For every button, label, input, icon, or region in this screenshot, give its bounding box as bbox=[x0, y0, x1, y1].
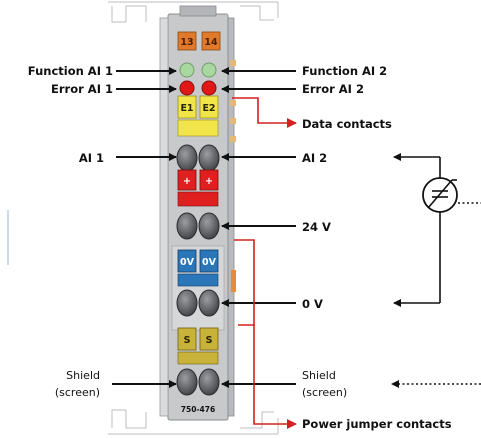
label-ai2: AI 2 bbox=[302, 151, 327, 165]
error-led-1 bbox=[179, 80, 195, 96]
terminal-s-1-label: S bbox=[184, 335, 191, 346]
terminal-plus-1: + bbox=[177, 169, 197, 191]
function-led-2 bbox=[201, 62, 217, 78]
power-jumper-bracket bbox=[234, 239, 255, 326]
terminal-0v-2: 0V bbox=[199, 249, 219, 273]
label-0v: 0 V bbox=[302, 297, 323, 311]
red-strip bbox=[177, 191, 219, 207]
terminal-plus-2-label: + bbox=[205, 176, 213, 187]
terminal-e1-label: E1 bbox=[180, 103, 193, 114]
terminal-plus-1-label: + bbox=[183, 176, 191, 187]
blue-strip bbox=[177, 273, 219, 287]
label-power-jumper: Power jumper contacts bbox=[302, 417, 452, 431]
label-shield-right-2: (screen) bbox=[302, 386, 347, 399]
error-led-2 bbox=[201, 80, 217, 96]
label-ai1: AI 1 bbox=[79, 151, 104, 165]
terminal-13-label: 13 bbox=[180, 37, 193, 48]
label-data-contacts: Data contacts bbox=[302, 117, 392, 131]
arrow-power-jumper bbox=[253, 325, 297, 429]
0v-screws bbox=[176, 289, 220, 317]
terminal-s-1: S bbox=[177, 327, 197, 351]
function-led-1 bbox=[179, 62, 195, 78]
terminal-e1: E1 bbox=[177, 95, 197, 119]
label-function-ai2: Function AI 2 bbox=[302, 64, 387, 78]
terminal-0v-1-label: 0V bbox=[180, 257, 195, 268]
label-error-ai1: Error AI 1 bbox=[51, 82, 113, 96]
label-24v: 24 V bbox=[302, 220, 331, 234]
terminal-0v-2-label: 0V bbox=[202, 257, 217, 268]
terminal-s-2-label: S bbox=[206, 335, 213, 346]
yellow-strip bbox=[177, 119, 219, 137]
terminal-0v-1: 0V bbox=[177, 249, 197, 273]
model-number: 750-476 bbox=[181, 405, 215, 414]
terminal-e2-label: E2 bbox=[202, 103, 215, 114]
label-shield-right-1: Shield bbox=[302, 369, 336, 382]
24v-screws bbox=[176, 212, 220, 240]
label-function-ai1: Function AI 1 bbox=[28, 64, 113, 78]
arrow-data-contacts bbox=[232, 97, 297, 128]
terminal-14: 14 bbox=[201, 31, 221, 51]
shield-screws bbox=[176, 368, 220, 396]
terminal-plus-2: + bbox=[199, 169, 219, 191]
terminal-s-2: S bbox=[199, 327, 219, 351]
terminal-e2: E2 bbox=[199, 95, 219, 119]
terminal-14-label: 14 bbox=[204, 37, 218, 48]
label-shield-left-1: Shield bbox=[66, 369, 100, 382]
label-shield-left-2: (screen) bbox=[55, 386, 100, 399]
sensor-symbol-icon bbox=[422, 177, 458, 213]
khaki-strip bbox=[177, 351, 219, 365]
label-error-ai2: Error AI 2 bbox=[302, 82, 364, 96]
sensor-wiring bbox=[391, 153, 481, 388]
terminal-13: 13 bbox=[177, 31, 197, 51]
